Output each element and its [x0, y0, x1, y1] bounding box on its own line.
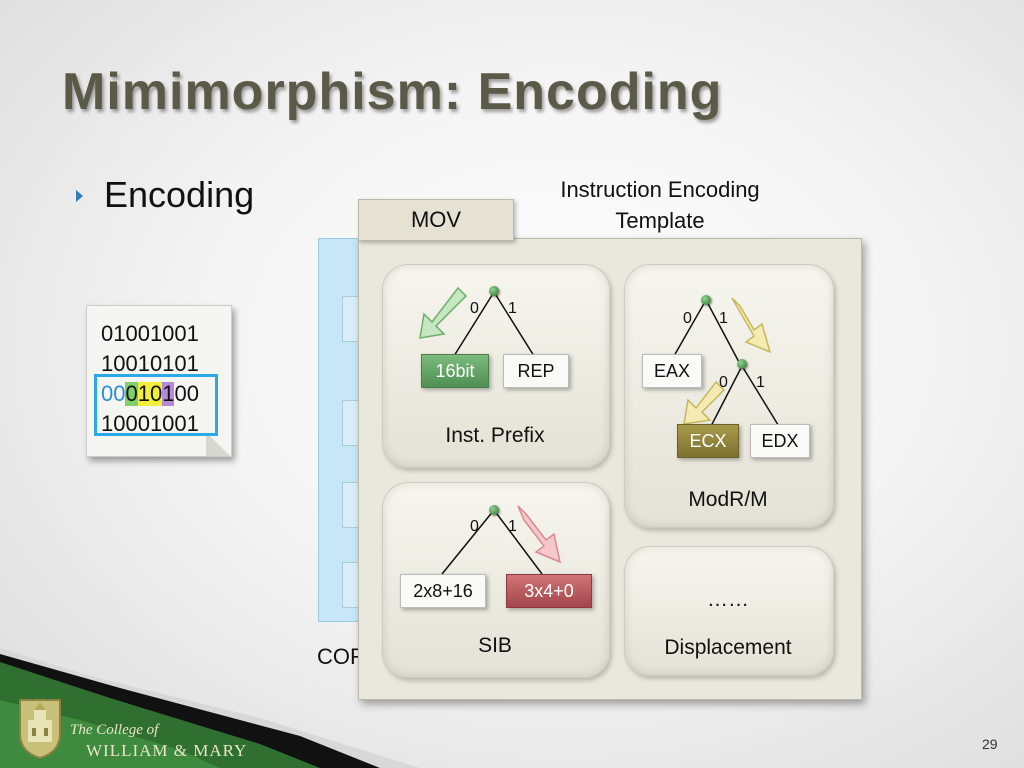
bit-label-0: 0 — [719, 374, 728, 391]
bit-card: 01001001 10010101 00010100 10001001 — [86, 305, 232, 457]
option-eax[interactable]: EAX — [642, 354, 702, 388]
modrm-tree — [673, 297, 781, 433]
highlight-box — [94, 374, 218, 436]
bit-seg-purple: 1 — [162, 381, 175, 406]
bit-seg-blue: 00 — [101, 381, 126, 406]
bit-row-2: 10010101 — [101, 351, 199, 376]
bullet-text: Encoding — [104, 174, 255, 215]
bit-label-1: 1 — [508, 518, 517, 535]
option-rep[interactable]: REP — [503, 354, 569, 388]
bit-label-1: 1 — [508, 300, 517, 317]
bit-label-1: 1 — [719, 310, 728, 327]
tree-node — [489, 505, 499, 515]
code-panel-label: COR — [317, 644, 366, 669]
bit-label-1: 1 — [756, 374, 765, 391]
inst-prefix-section — [382, 264, 610, 468]
inst-prefix-tree — [419, 286, 535, 357]
card-fold — [206, 432, 230, 456]
brand-line-2: WILLIAM & MARY — [86, 741, 248, 760]
option-ecx[interactable]: ECX — [677, 424, 739, 458]
sib-label: SIB — [478, 634, 512, 657]
displacement-section — [624, 546, 834, 676]
bit-label-0: 0 — [683, 310, 692, 327]
modrm-label: ModR/M — [688, 488, 768, 511]
bit-seg-yellow: 10 — [137, 381, 163, 406]
sib-tree — [441, 505, 562, 575]
inst-prefix-label: Inst. Prefix — [445, 424, 545, 447]
bit-seg-plain: 00 — [174, 381, 199, 406]
option-2x8-16[interactable]: 2x8+16 — [400, 574, 486, 608]
option-16bit[interactable]: 16bit — [421, 354, 489, 388]
bit-row-4: 10001001 — [101, 411, 199, 436]
displacement-label: Displacement — [664, 636, 792, 659]
option-edx[interactable]: EDX — [750, 424, 810, 458]
college-crest-icon — [19, 699, 61, 760]
tree-node — [701, 295, 711, 305]
brand-line-1: The College of — [70, 722, 159, 738]
template-caption: Instruction Encoding Template — [520, 174, 800, 236]
tree-node — [737, 359, 747, 369]
bit-row-1: 01001001 — [101, 321, 199, 346]
page-title: Mimimorphism: Encoding — [62, 63, 723, 121]
displacement-ellipsis: …… — [707, 588, 749, 611]
bit-row-highlighted: 00010100 — [101, 382, 199, 406]
bit-seg-green: 0 — [125, 381, 138, 406]
bit-label-0: 0 — [470, 518, 479, 535]
bit-label-0: 0 — [470, 300, 479, 317]
slide-number: 29 — [982, 736, 998, 752]
bottom-swoosh — [0, 648, 420, 768]
option-3x4-0[interactable]: 3x4+0 — [506, 574, 592, 608]
caption-line-1: Instruction Encoding — [560, 177, 760, 202]
bullet-arrow-icon — [76, 190, 83, 202]
modrm-section — [624, 264, 834, 528]
caption-line-2: Template — [615, 208, 705, 233]
tree-node — [489, 286, 499, 296]
mov-tab[interactable]: MOV — [358, 199, 514, 241]
